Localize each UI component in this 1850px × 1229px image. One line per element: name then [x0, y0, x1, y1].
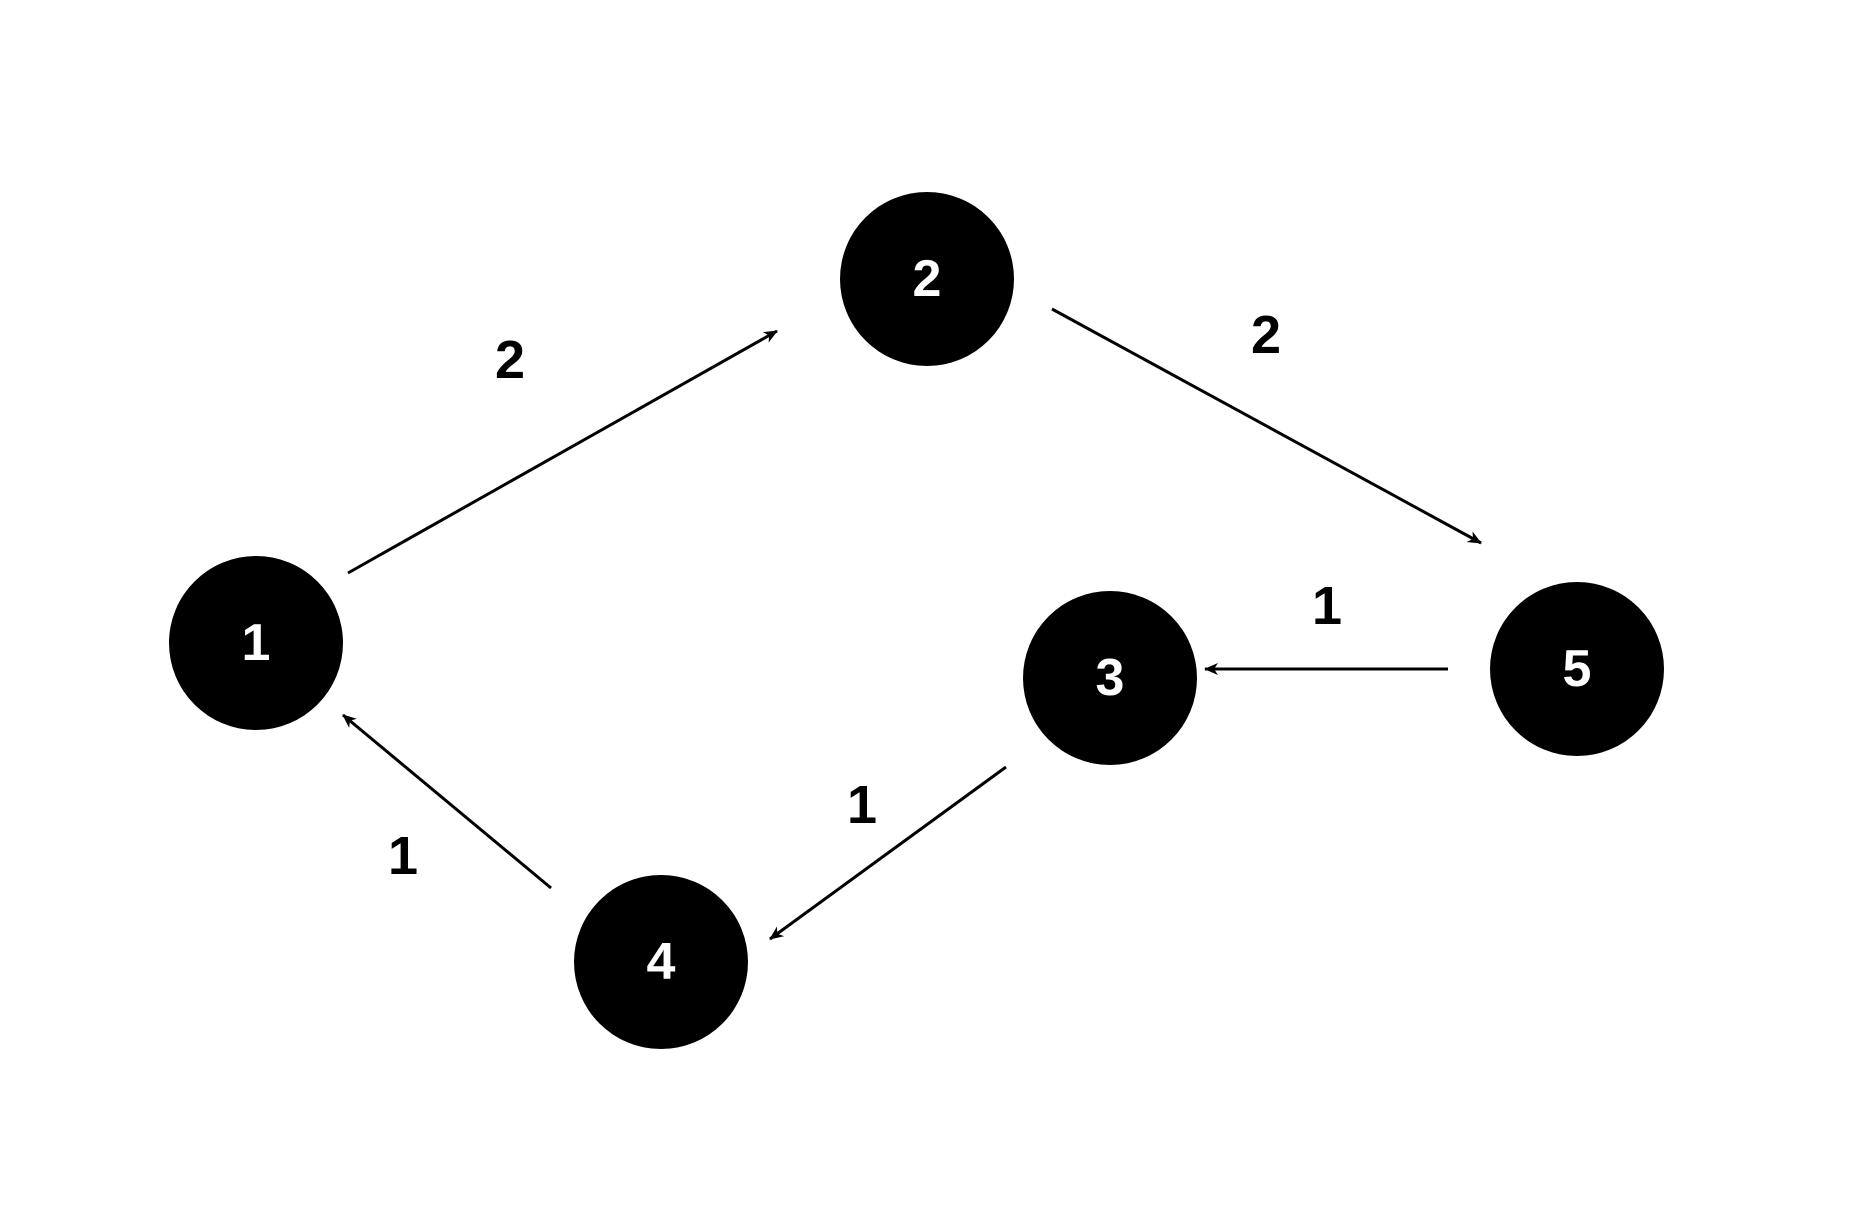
edge-weight-2-to-5: 2	[1251, 305, 1281, 365]
node-3: 3	[1023, 591, 1197, 765]
nodes: 1 2 3 4 5	[169, 192, 1664, 1049]
node-4-circle	[574, 875, 748, 1049]
node-2: 2	[840, 192, 1014, 366]
node-4-label: 4	[647, 933, 676, 991]
edge-4-to-1: 1	[342, 713, 552, 890]
node-1-label: 1	[242, 614, 271, 672]
node-3-label: 3	[1096, 649, 1125, 707]
edge-2-to-5: 2	[1051, 305, 1482, 545]
node-2-label: 2	[913, 250, 942, 308]
edge-arrow-4-to-1	[342, 713, 552, 890]
edges: 2 2 1 1 1	[342, 305, 1482, 941]
edge-weight-1-to-2: 2	[495, 330, 525, 390]
node-2-circle	[840, 192, 1014, 366]
edge-arrow-2-to-5	[1051, 307, 1482, 545]
node-1: 1	[169, 556, 343, 730]
node-1-circle	[169, 556, 343, 730]
edge-arrow-1-to-2	[347, 329, 778, 575]
edge-arrow-3-to-4	[769, 765, 1007, 941]
node-5-label: 5	[1563, 640, 1592, 698]
edge-5-to-3: 1	[1204, 576, 1448, 675]
edge-1-to-2: 2	[347, 329, 778, 575]
edge-weight-3-to-4: 1	[847, 775, 877, 835]
edge-weight-4-to-1: 1	[388, 826, 418, 886]
edge-weight-5-to-3: 1	[1312, 576, 1342, 636]
edge-3-to-4: 1	[769, 765, 1007, 941]
node-5: 5	[1490, 582, 1664, 756]
node-3-circle	[1023, 591, 1197, 765]
node-4: 4	[574, 875, 748, 1049]
node-5-circle	[1490, 582, 1664, 756]
